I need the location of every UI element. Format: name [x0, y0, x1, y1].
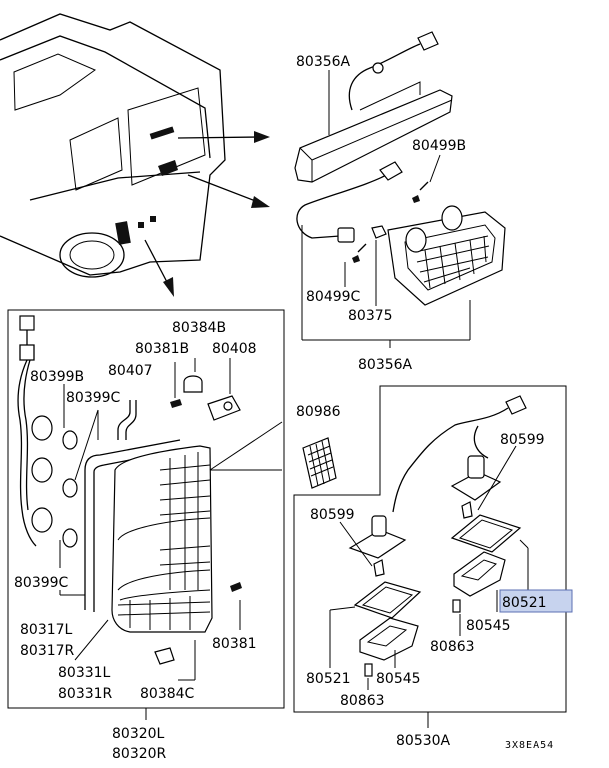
bulb-sockets-left	[31, 415, 78, 548]
lamp-lens-grid	[117, 452, 211, 630]
label-80408[interactable]: 80408	[212, 341, 257, 357]
label-80356A-bottom[interactable]: 80356A	[358, 357, 413, 373]
diagram-code: 3X8EA54	[505, 740, 554, 751]
label-80545-right[interactable]: 80545	[466, 618, 511, 634]
rear-combination-lamp-group	[7, 309, 285, 720]
label-80599-left[interactable]: 80599	[310, 507, 355, 523]
license-lamp-group	[293, 385, 567, 728]
part-labels: 80356A 80499B 80499C 80375 80356A 80384B…	[14, 54, 573, 762]
label-80521-left[interactable]: 80521	[306, 671, 351, 687]
label-80499B[interactable]: 80499B	[412, 138, 466, 154]
label-80863-right[interactable]: 80863	[430, 639, 475, 655]
pointer-arrows	[144, 131, 270, 297]
highlight-80521	[499, 589, 573, 613]
reflector-pad	[302, 437, 337, 489]
label-80521-highlight[interactable]: 80521	[502, 595, 547, 611]
label-80545-left[interactable]: 80545	[376, 671, 421, 687]
label-80331R[interactable]: 80331R	[58, 686, 113, 702]
label-80399B[interactable]: 80399B	[30, 369, 84, 385]
label-80317R[interactable]: 80317R	[20, 643, 75, 659]
label-80381[interactable]: 80381	[212, 636, 257, 652]
label-80986[interactable]: 80986	[296, 404, 341, 420]
label-80356A-top[interactable]: 80356A	[296, 54, 351, 70]
label-80384B[interactable]: 80384B	[172, 320, 226, 336]
label-80320L[interactable]: 80320L	[112, 726, 165, 742]
label-80320R[interactable]: 80320R	[112, 746, 167, 762]
label-80381B[interactable]: 80381B	[135, 341, 189, 357]
label-80375[interactable]: 80375	[348, 308, 393, 324]
label-80407[interactable]: 80407	[108, 363, 153, 379]
label-80384C[interactable]: 80384C	[140, 686, 195, 702]
vehicle-rear-view	[0, 13, 226, 278]
high-mount-stop-lamp	[294, 31, 506, 348]
label-80317L[interactable]: 80317L	[20, 622, 73, 638]
label-80331L[interactable]: 80331L	[58, 665, 111, 681]
label-80530A[interactable]: 80530A	[396, 733, 451, 749]
lens-grid	[414, 235, 490, 289]
label-80863-bottom[interactable]: 80863	[340, 693, 385, 709]
label-80499C[interactable]: 80499C	[306, 289, 361, 305]
label-80399C-lower[interactable]: 80399C	[14, 575, 69, 591]
label-80399C-upper[interactable]: 80399C	[66, 390, 121, 406]
label-80599-right[interactable]: 80599	[500, 432, 545, 448]
